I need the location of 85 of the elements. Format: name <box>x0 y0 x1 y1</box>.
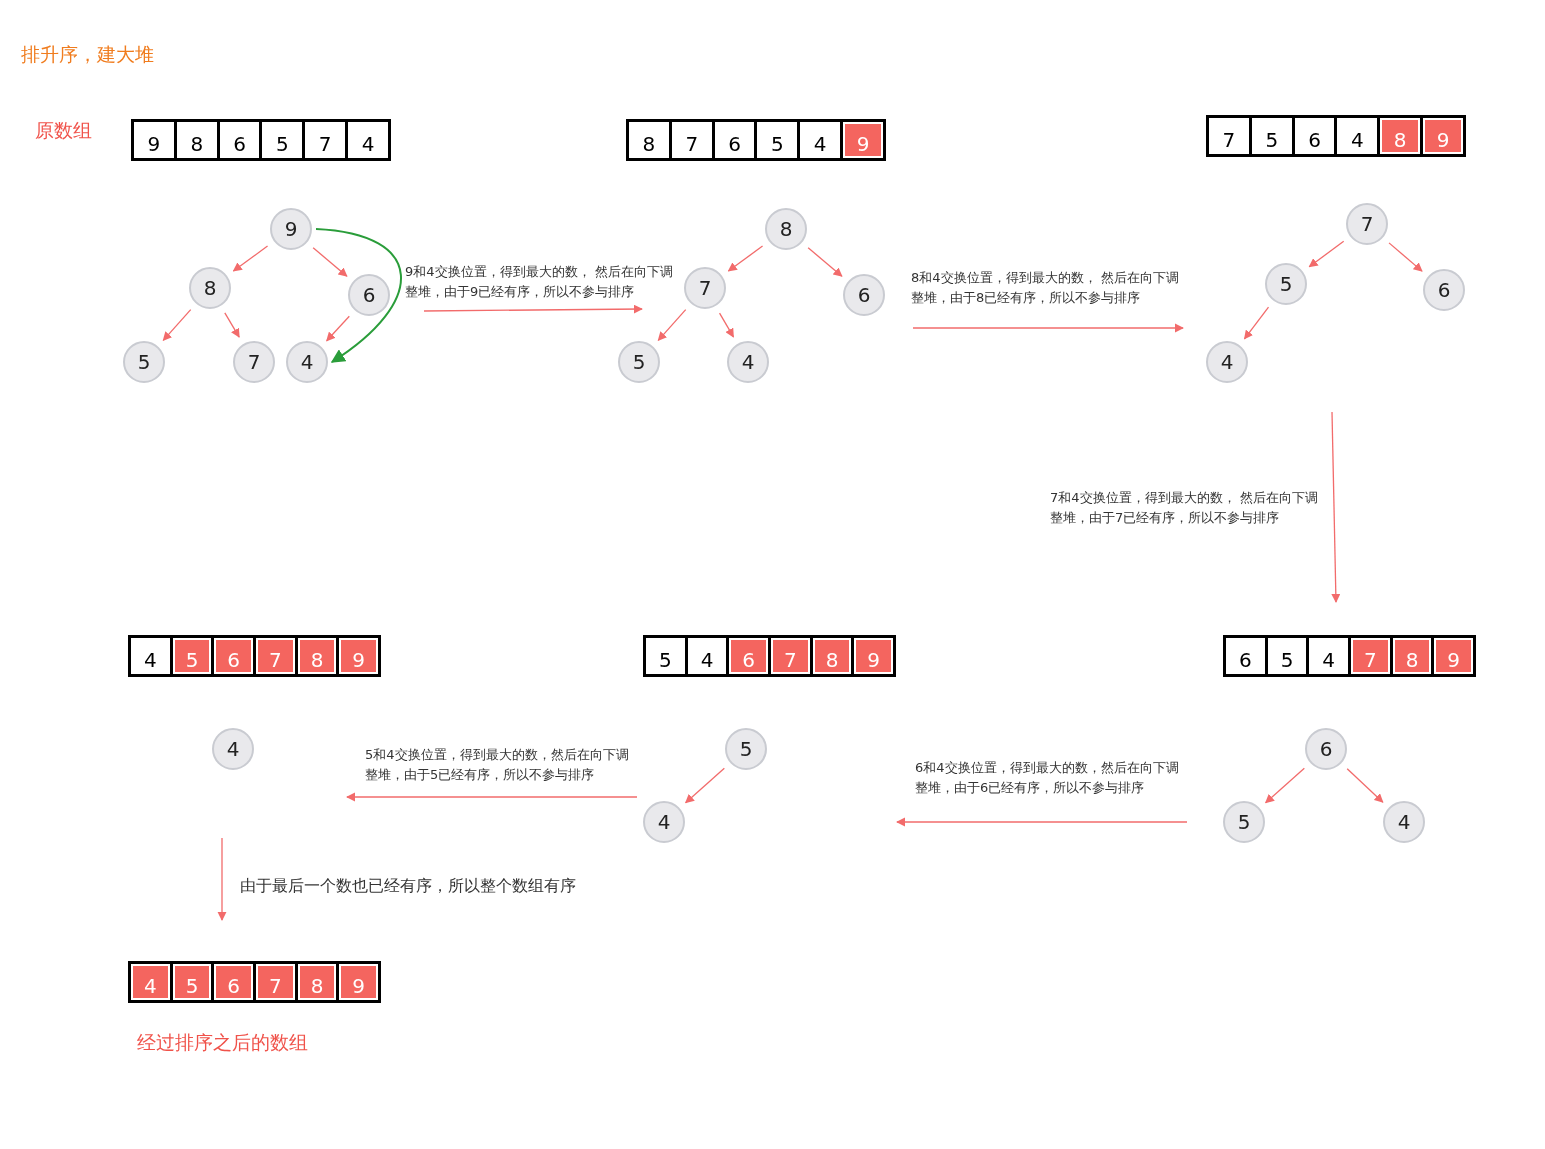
array-cell: 9 <box>1431 638 1474 674</box>
array-caption: 经过排序之后的数组 <box>137 1030 308 1055</box>
array-box <box>131 119 391 161</box>
arrow <box>162 309 192 342</box>
array-cell: 9 <box>840 122 883 158</box>
arrow <box>727 245 764 272</box>
tree-node-circle: 6 <box>1305 728 1347 770</box>
array-cell: 7 <box>768 638 810 674</box>
arrow <box>1243 306 1270 340</box>
arrow <box>232 245 269 272</box>
array-cell: 8 <box>1389 638 1432 674</box>
array-cell: 7 <box>253 964 295 1000</box>
tree-node-circle: 6 <box>1423 269 1465 311</box>
tree-node-circle: 9 <box>270 208 312 250</box>
arrow <box>312 247 348 277</box>
array-cell: 5 <box>754 122 798 158</box>
array-cell: 9 <box>336 638 379 674</box>
array-cell-text: 7 <box>1221 127 1237 154</box>
array-box <box>128 961 381 1003</box>
tree-node-circle: 8 <box>765 208 807 250</box>
array-cell: 7 <box>302 122 346 158</box>
tree-node-circle: 8 <box>189 267 231 309</box>
tree-node-circle: 6 <box>843 274 885 316</box>
array-cell: 7 <box>253 638 295 674</box>
array-box <box>626 119 886 161</box>
tree-node-circle: 4 <box>1383 801 1425 843</box>
array-cell: 4 <box>345 122 388 158</box>
tree-node-circle: 5 <box>618 341 660 383</box>
tree-node-circle: 4 <box>643 801 685 843</box>
arrow <box>1388 242 1423 272</box>
array-cell: 9 <box>851 638 894 674</box>
arrow <box>326 315 350 342</box>
array-cell: 4 <box>131 964 170 1000</box>
array-cell: 6 <box>711 122 755 158</box>
array-cell: 8 <box>173 122 217 158</box>
array-cell: 9 <box>1420 118 1463 154</box>
arrow <box>1346 768 1384 803</box>
arrow <box>224 312 240 338</box>
tree-node-circle: 7 <box>1346 203 1388 245</box>
array-cell: 8 <box>1377 118 1421 154</box>
array-cell: 5 <box>1264 638 1307 674</box>
array-cell: 7 <box>1348 638 1390 674</box>
array-cell: 5 <box>169 964 212 1000</box>
tree-node-circle: 5 <box>1223 801 1265 843</box>
array-box <box>1223 635 1476 677</box>
array-cell: 6 <box>211 638 253 674</box>
arrow <box>807 247 843 277</box>
tree-node-circle: 7 <box>684 267 726 309</box>
array-cell: 6 <box>216 122 260 158</box>
title: 排升序，建大堆 <box>21 42 154 67</box>
array-cell: 6 <box>726 638 768 674</box>
array-box <box>128 635 381 677</box>
array-cell: 8 <box>809 638 852 674</box>
tree-node-circle: 4 <box>727 341 769 383</box>
tree-node-circle: 5 <box>1265 263 1307 305</box>
array-cell-text: 5 <box>657 647 673 674</box>
array-cell: 6 <box>211 964 253 1000</box>
tree-node-circle: 4 <box>286 341 328 383</box>
array-cell-text: 8 <box>641 131 657 158</box>
tree-node-circle: 6 <box>348 274 390 316</box>
array-cell-text: 6 <box>1237 647 1253 674</box>
tree-node-circle: 7 <box>233 341 275 383</box>
arrow <box>718 312 735 338</box>
swap-arrow <box>315 228 402 363</box>
arrow <box>657 309 687 342</box>
array-cell-text: 9 <box>146 131 162 158</box>
arrow <box>1308 240 1345 268</box>
array-caption: 原数组 <box>35 118 92 143</box>
tree-node-circle: 5 <box>725 728 767 770</box>
arrow <box>1265 767 1305 804</box>
array-cell: 5 <box>169 638 212 674</box>
array-box <box>643 635 896 677</box>
tree-node-circle: 4 <box>212 728 254 770</box>
array-cell: 8 <box>294 964 337 1000</box>
array-cell: 9 <box>336 964 379 1000</box>
tree-node-circle: 4 <box>1206 341 1248 383</box>
array-cell: 6 <box>1291 118 1335 154</box>
array-cell: 5 <box>259 122 303 158</box>
array-cell: 5 <box>1248 118 1292 154</box>
array-cell: 7 <box>668 122 712 158</box>
array-cell: 8 <box>294 638 337 674</box>
tree-node-circle: 5 <box>123 341 165 383</box>
arrow <box>685 767 725 804</box>
array-cell-text: 4 <box>142 647 158 674</box>
array-box <box>1206 115 1466 157</box>
